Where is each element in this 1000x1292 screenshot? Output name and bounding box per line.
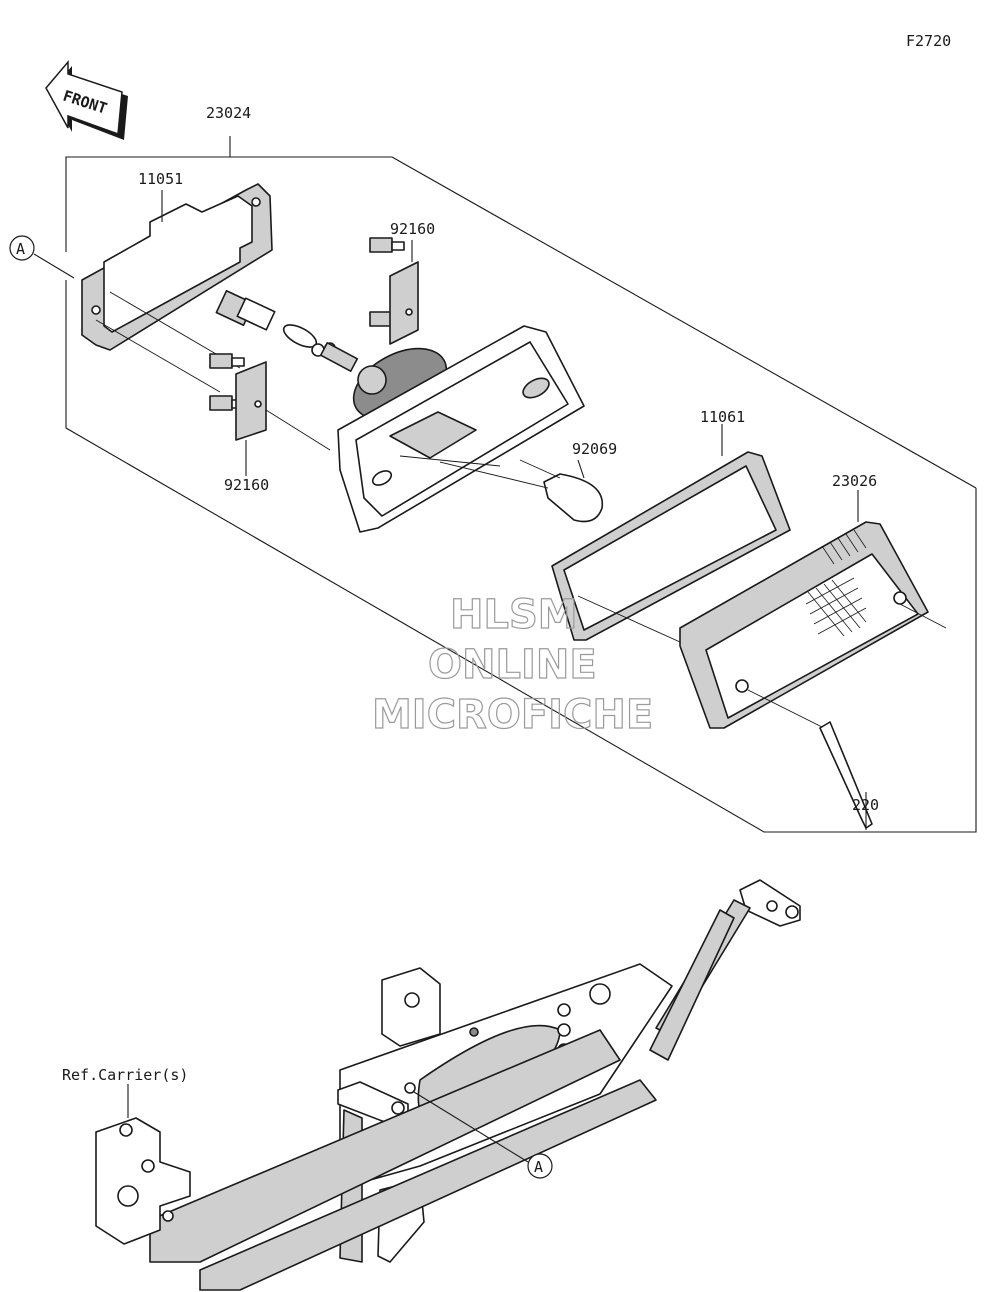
callout-92160-upper: 92160: [390, 220, 435, 238]
watermark: HLSM ONLINE MICROFICHE: [371, 591, 653, 738]
gasket-11051: [81, 183, 273, 393]
ref-a-top-label: A: [16, 240, 25, 258]
callout-23026: 23026: [832, 472, 877, 490]
ref-a-top: A: [9, 235, 75, 279]
ref-a-bottom: A: [413, 1091, 553, 1179]
figure-code: F2720: [906, 32, 951, 50]
callout-92069: 92069: [572, 440, 617, 458]
screw-220: [747, 689, 873, 830]
lamp-housing: [337, 325, 585, 533]
lens-gasket-11061: [551, 424, 791, 641]
callout-92160-lower: 92160: [224, 476, 269, 494]
callout-ref-carrier: Ref.Carrier(s): [62, 1066, 188, 1084]
callout-11051: 11051: [138, 170, 183, 188]
wire-connector: [215, 289, 359, 372]
leader-lines: [519, 459, 681, 643]
callout-11061: 11061: [700, 408, 745, 426]
socket-92160-upper: [369, 237, 419, 345]
callout-23024: 23024: [206, 104, 251, 122]
assembly-outline: [65, 136, 977, 833]
ref-a-bottom-label: A: [534, 1158, 543, 1176]
watermark-line1: HLSM: [450, 592, 578, 638]
lens-23026: [679, 490, 947, 729]
bulb-92069: [439, 459, 604, 523]
socket-92160-lower: [209, 353, 331, 476]
watermark-line2: ONLINE: [428, 642, 597, 688]
front-arrow-icon: FRONT: [45, 59, 128, 140]
watermark-line3: MICROFICHE: [372, 692, 653, 738]
carrier-frame: [95, 879, 801, 1291]
callout-220: 220: [852, 796, 879, 814]
